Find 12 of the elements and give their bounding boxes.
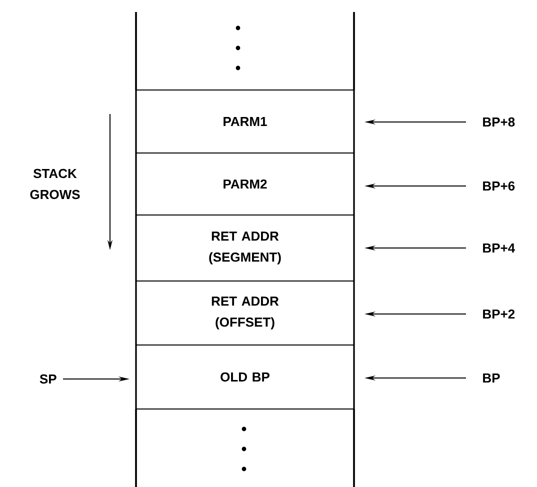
- pointer-label: BP+2: [483, 309, 515, 319]
- stack-cell: PARM1: [136, 90, 354, 154]
- pointer-label: BP+6: [483, 181, 515, 191]
- direction-label: STACK GROWS: [30, 168, 80, 200]
- pointer-label: SP: [40, 374, 56, 384]
- stack-cell: OLD BP: [136, 344, 354, 410]
- pointer-label: BP+4: [483, 244, 516, 252]
- pointer-label: BP: [483, 374, 500, 382]
- pointer-label: BP+8: [483, 117, 515, 127]
- stack-cell: RET ADDR (SEGMENT): [136, 214, 354, 282]
- stack-cell: RET ADDR (OFFSET): [136, 280, 354, 346]
- stack-cell: PARM2: [136, 152, 354, 216]
